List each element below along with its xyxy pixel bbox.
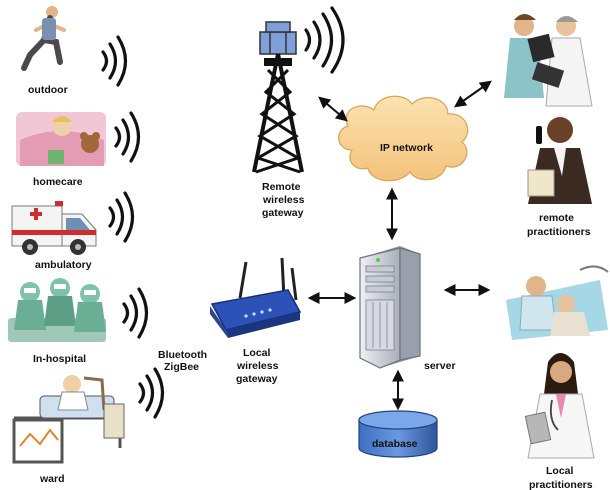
outdoor-runner-icon [21, 6, 66, 71]
local-gateway-label-line2: wireless [236, 360, 279, 372]
database-icon [358, 410, 438, 458]
local-practitioners-label-line2: practitioners [529, 479, 593, 490]
server-icon [359, 246, 421, 369]
cell-tower-icon [252, 21, 304, 174]
ambulance-icon [11, 201, 97, 255]
homecare-signal-icon [114, 111, 141, 163]
outdoor-signal-icon [101, 35, 128, 87]
server-label: server [424, 360, 456, 372]
remote-practitioners-label-line1: remote [539, 212, 574, 224]
ip-network-cloud-icon [338, 95, 469, 182]
ip-network-label: IP network [380, 142, 433, 154]
homecare-label: homecare [33, 176, 83, 188]
homecare-bed-icon [16, 112, 106, 166]
outdoor-label: outdoor [28, 84, 68, 96]
doctors-xray-icon [504, 14, 593, 107]
database-label: database [372, 438, 418, 450]
bluetooth-label: Bluetooth [158, 349, 207, 361]
in-hospital-signal-icon [122, 287, 149, 339]
router-icon [210, 257, 302, 338]
ambulatory-label: ambulatory [35, 259, 92, 271]
female-doctor-icon [524, 353, 595, 459]
ward-label: ward [39, 473, 65, 485]
doctor-patient-icon [506, 265, 609, 340]
zigbee-label: ZigBee [164, 361, 199, 373]
local-practitioners-label-line1: Local [546, 465, 574, 477]
surgeons-icon [8, 278, 106, 342]
phone-practitioner-icon [527, 117, 592, 204]
arrow-tower-cloud [318, 96, 348, 122]
ward-signal-icon [138, 367, 165, 419]
remote-practitioners-label-line2: practitioners [527, 226, 591, 238]
local-gateway-label-line3: gateway [236, 373, 278, 385]
ambulatory-signal-icon [108, 191, 135, 243]
in-hospital-label: In-hospital [33, 353, 86, 365]
arrow-cloud-doctors [454, 80, 492, 108]
local-gateway-label-line1: Local [243, 347, 271, 359]
tower-signal-icon [304, 6, 345, 74]
remote-gateway-label-line3: gateway [262, 207, 304, 219]
remote-gateway-label-line1: Remote [262, 181, 301, 193]
ward-bed-icon [12, 375, 125, 464]
remote-gateway-label-line2: wireless [262, 194, 305, 206]
